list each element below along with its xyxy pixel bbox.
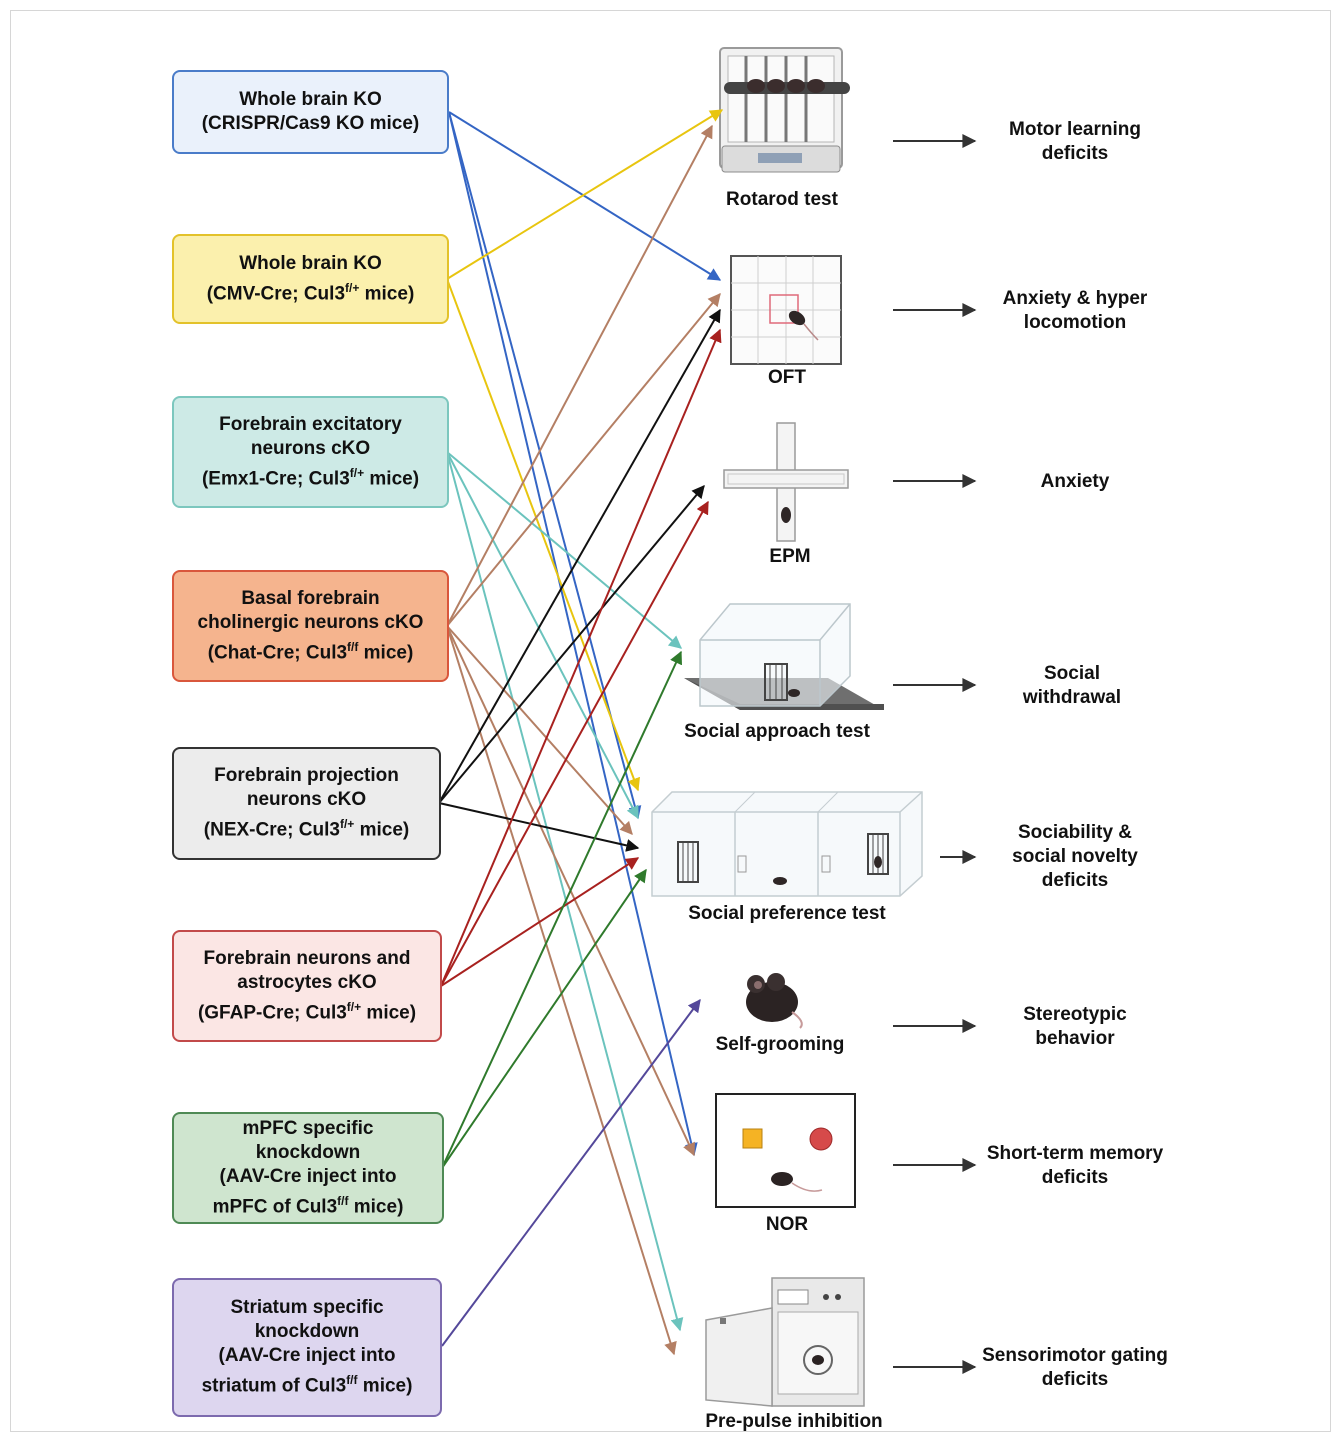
test-label-self-grooming: Self-grooming (715, 1034, 845, 1055)
model-line: (CMV-Cre; Cul3f/+ mice) (206, 280, 415, 305)
connection-arrow-m5-t3 (438, 485, 705, 804)
connection-arrow-m3-t5 (446, 451, 639, 820)
outcome-stereotypic: Stereotypic behavior (965, 1003, 1185, 1051)
test-label-oft: OFT (768, 367, 806, 388)
model-line: knockdown (254, 1321, 360, 1343)
outcome-sociability: Sociability & social novelty deficits (965, 821, 1185, 893)
model-line: Forebrain neurons and (203, 947, 411, 969)
outcome-line: deficits (1041, 143, 1109, 164)
connection-arrow-m1-t7 (448, 111, 698, 1157)
model-box-whole-brain-crispr: Whole brain KO (CRISPR/Cas9 KO mice) (172, 70, 449, 154)
model-line: cholinergic neurons cKO (197, 611, 424, 633)
mouse-icon (746, 973, 803, 1029)
test-label-social-preference: Social preference test (688, 903, 886, 924)
test-label-rotarod: Rotarod test (726, 189, 838, 210)
social-approach-arena-icon (684, 603, 884, 710)
outcome-line: deficits (1041, 1369, 1109, 1390)
novel-object-icon (715, 1093, 856, 1208)
outcome-anxiety-hyperlocomotion: Anxiety & hyper locomotion (965, 287, 1185, 335)
connection-arrow-m8-t6 (441, 998, 701, 1347)
model-line: (Emx1-Cre; Cul3f/+ mice) (201, 465, 420, 490)
test-to-outcome-arrows (893, 134, 977, 1374)
test-label-social-approach: Social approach test (684, 721, 870, 742)
connection-arrow-m3-t8 (446, 451, 684, 1332)
outcome-line: Sensorimotor gating (982, 1345, 1168, 1366)
outcome-motor-learning: Motor learning deficits (965, 118, 1185, 166)
model-line: Striatum specific (230, 1297, 384, 1319)
rotarod-icon (719, 47, 850, 173)
model-line: Basal forebrain (241, 587, 380, 609)
elevated-plus-maze-icon (723, 422, 849, 542)
outcome-line: Social (1044, 663, 1100, 684)
connection-arrow-m4-t1 (446, 124, 713, 627)
three-chamber-icon (651, 791, 923, 897)
model-line: mPFC of Cul3f/f mice) (212, 1193, 404, 1218)
figure-frame (10, 10, 1331, 1432)
connection-arrow-m2-t1 (446, 109, 724, 280)
model-line: Whole brain KO (239, 252, 382, 274)
model-line: Forebrain excitatory (219, 413, 402, 435)
outcome-sensorimotor-gating: Sensorimotor gating deficits (965, 1344, 1185, 1392)
connection-arrow-m2-t5 (446, 278, 640, 792)
outcome-line: withdrawal (1022, 687, 1122, 708)
outcome-line: Motor learning (1009, 119, 1141, 140)
connection-arrow-m6-t2 (440, 328, 722, 987)
model-line: (AAV-Cre inject into (219, 1165, 397, 1187)
connection-arrow-m1-t5 (448, 111, 642, 820)
connection-arrow-m6-t3 (440, 500, 709, 987)
connection-arrow-m7-t4 (441, 650, 682, 1169)
model-line: (AAV-Cre inject into (218, 1345, 396, 1367)
outcome-social-withdrawal: Social withdrawal (962, 662, 1182, 710)
model-line: Forebrain projection (214, 765, 399, 787)
outcome-line: deficits (1041, 870, 1109, 891)
test-label-nor: NOR (765, 1214, 809, 1235)
outcome-line: behavior (1035, 1028, 1115, 1049)
test-label-ppi: Pre-pulse inhibition (705, 1411, 883, 1432)
open-field-icon (730, 255, 842, 365)
outcome-line: Short-term memory (986, 1143, 1164, 1164)
model-line: (CRISPR/Cas9 KO mice) (201, 113, 420, 134)
outcome-line: locomotion (1023, 312, 1127, 333)
model-box-whole-brain-cmv: Whole brain KO (CMV-Cre; Cul3f/+ mice) (172, 234, 449, 324)
model-line: astrocytes cKO (237, 971, 377, 993)
test-label-epm: EPM (769, 546, 811, 567)
connection-arrow-m1-t2 (448, 111, 722, 281)
startle-chamber-icon (705, 1277, 865, 1407)
outcome-line: deficits (1041, 1167, 1109, 1188)
model-line: knockdown (255, 1141, 361, 1163)
outcome-line: Anxiety (1040, 471, 1110, 492)
connection-arrow-m4-t5 (446, 625, 633, 835)
outcome-line: social novelty (1012, 846, 1138, 867)
outcome-short-term-memory: Short-term memory deficits (965, 1142, 1185, 1190)
outcome-anxiety: Anxiety (965, 470, 1185, 494)
model-line: Whole brain KO (239, 89, 382, 110)
connection-arrow-m4-t2 (446, 292, 721, 627)
connection-arrow-m6-t5 (440, 857, 640, 987)
outcome-line: Anxiety & hyper (1002, 288, 1148, 309)
connection-arrow-m5-t5 (438, 802, 640, 852)
model-line: striatum of Cul3f/f mice) (201, 1373, 413, 1397)
model-line: neurons cKO (246, 789, 367, 811)
model-line: (GFAP-Cre; Cul3f/+ mice) (197, 999, 417, 1024)
connection-arrow-m4-t8 (446, 625, 677, 1356)
connection-arrow-m5-t2 (438, 308, 721, 804)
model-line: (Chat-Cre; Cul3f/f mice) (207, 639, 414, 664)
model-line: (NEX-Cre; Cul3f/+ mice) (203, 817, 410, 841)
connection-arrows (438, 109, 724, 1356)
connection-arrow-m7-t5 (441, 868, 647, 1169)
outcome-line: Stereotypic (1023, 1004, 1127, 1025)
model-line: mPFC specific (242, 1117, 374, 1139)
connection-arrow-m3-t4 (446, 451, 682, 649)
model-line: neurons cKO (250, 437, 371, 459)
outcome-line: Sociability & (1017, 822, 1133, 843)
